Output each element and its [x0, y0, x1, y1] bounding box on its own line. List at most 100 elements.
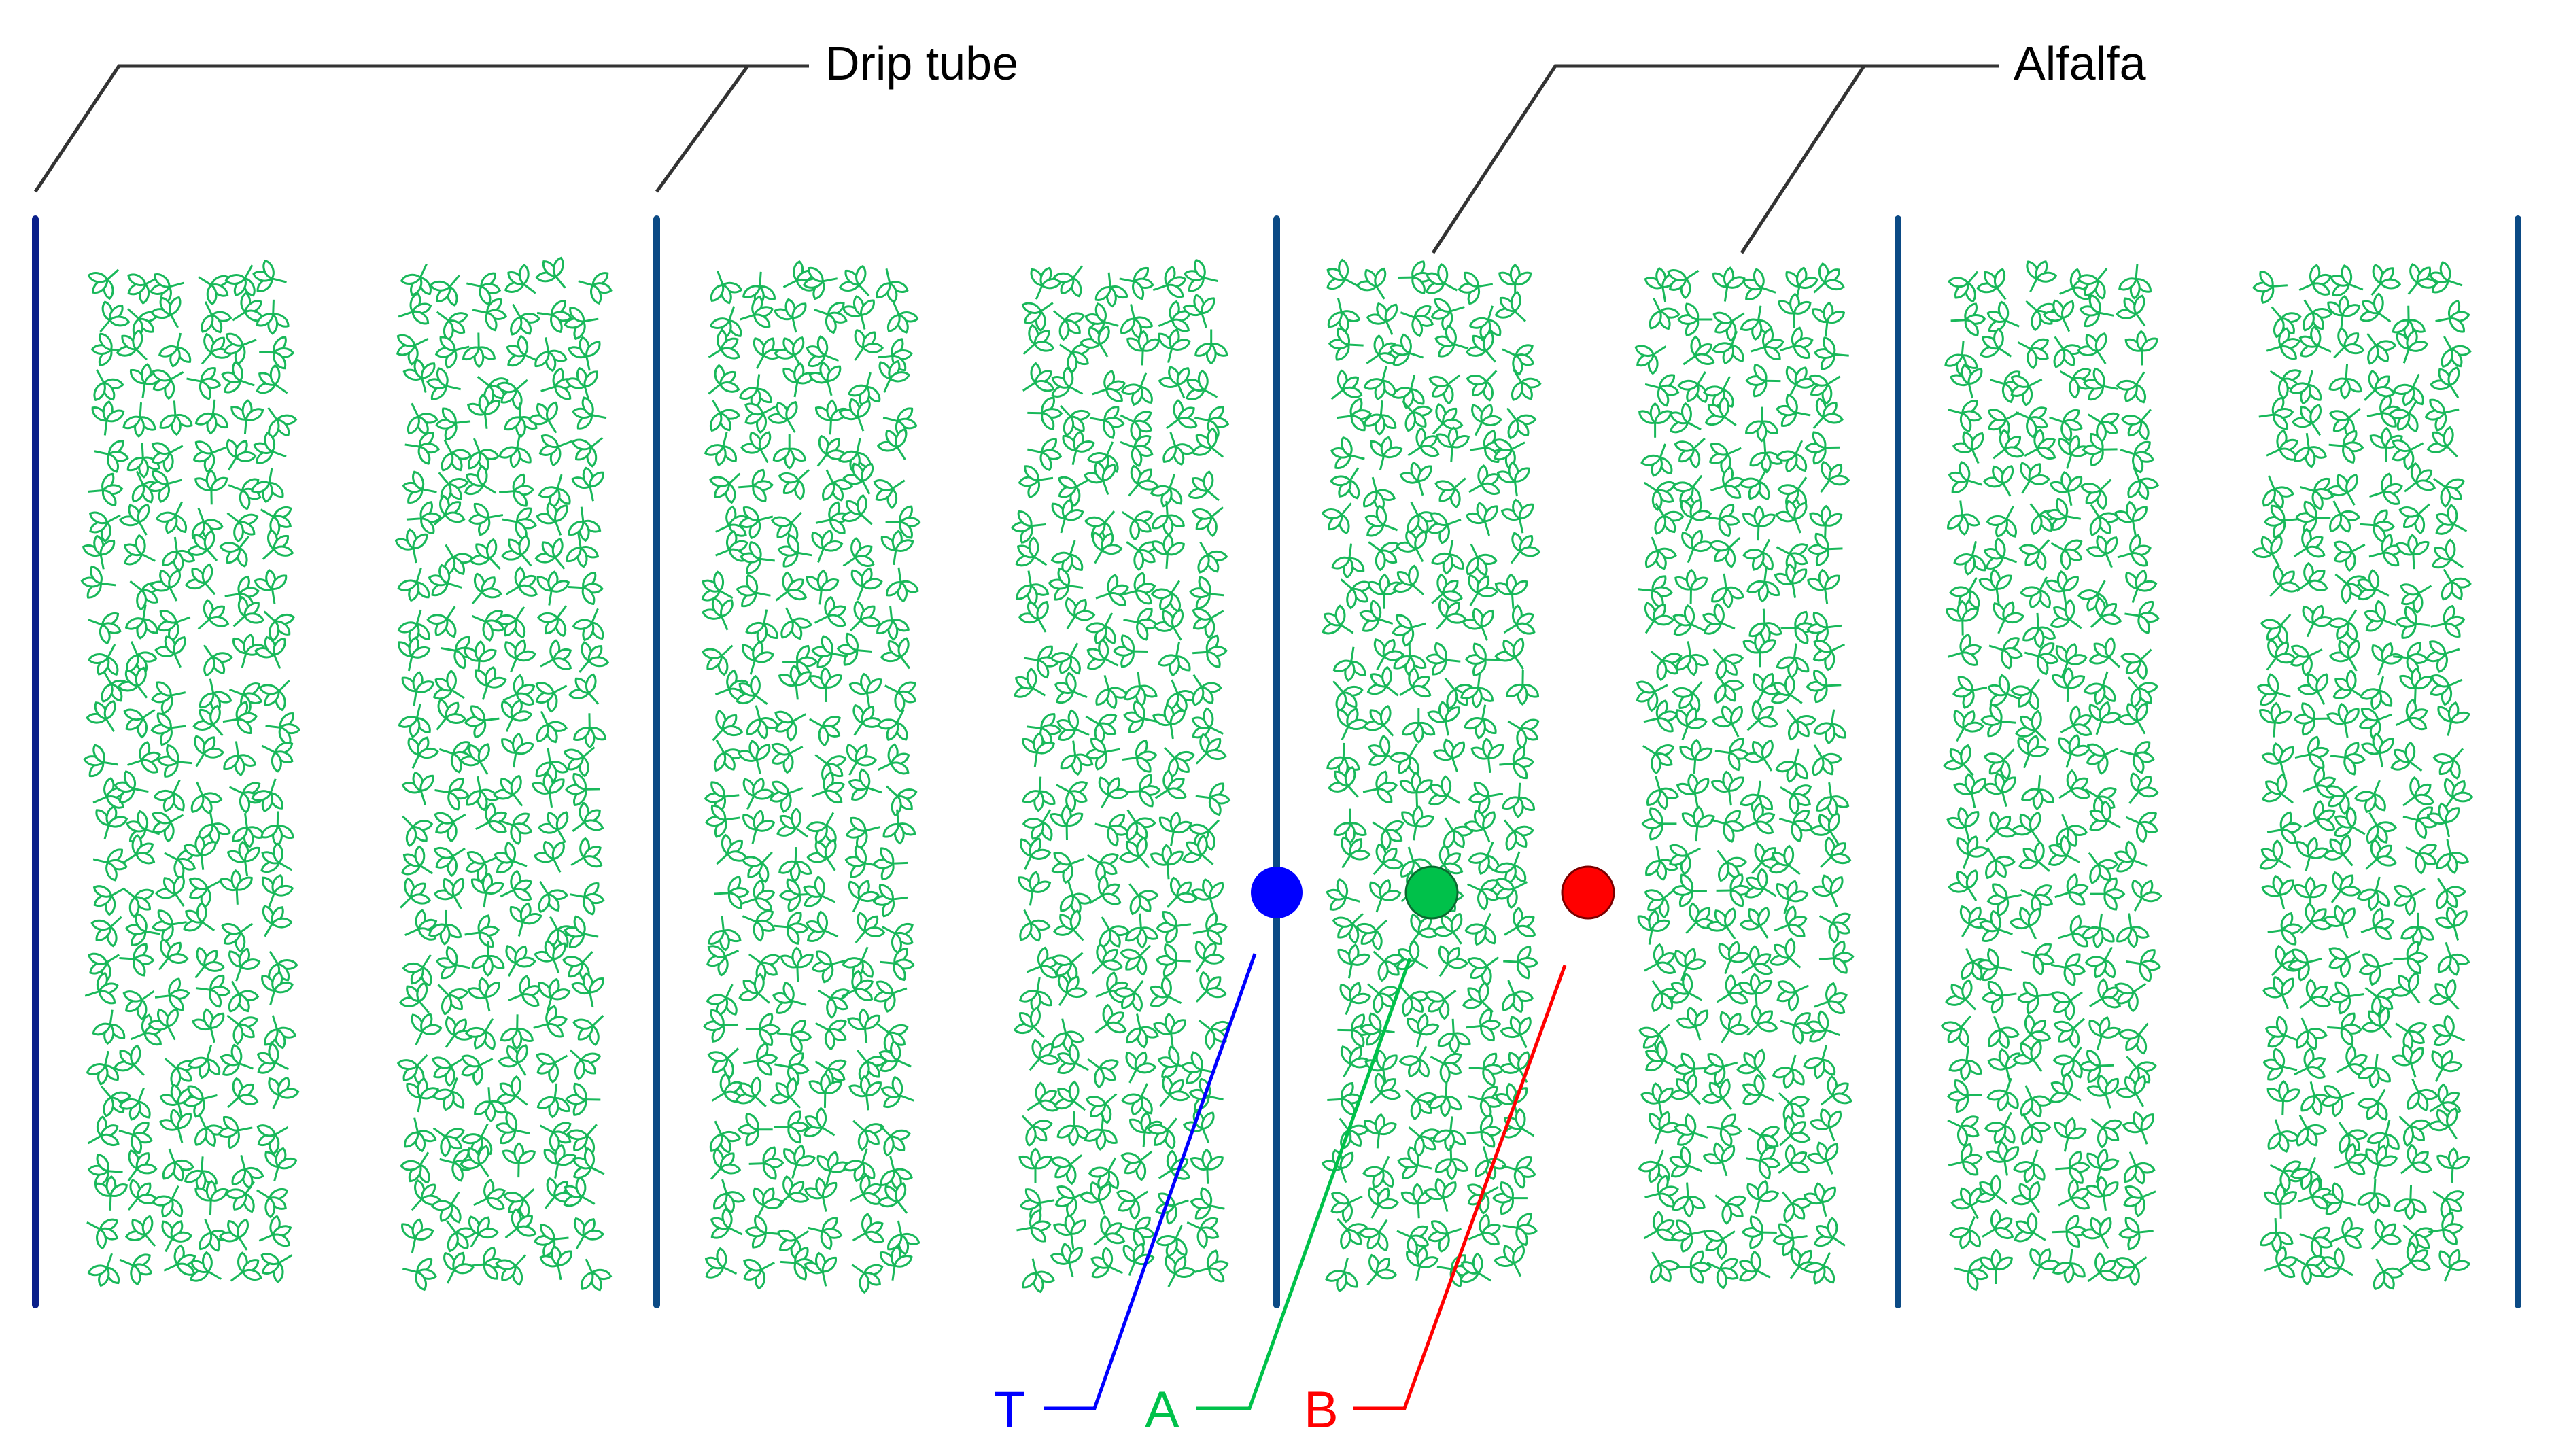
alfalfa-leaf-cluster — [117, 666, 148, 699]
alfalfa-leaf-cluster — [1369, 879, 1402, 913]
alfalfa-leaf-cluster — [1195, 971, 1227, 1003]
alfalfa-leaf-cluster — [852, 704, 883, 736]
alfalfa-leaf-cluster — [779, 878, 814, 912]
alfalfa-row-6 — [1634, 262, 1855, 1289]
alfalfa-leaf-cluster — [2333, 540, 2366, 572]
alfalfa-leaf-cluster — [2264, 1016, 2299, 1048]
alfalfa-leaf-cluster — [1052, 310, 1085, 341]
alfalfa-leaf-cluster — [154, 635, 186, 668]
alfalfa-leaf-cluster — [1464, 642, 1500, 676]
alfalfa-leaf-cluster — [704, 1247, 738, 1279]
alfalfa-leaf-cluster — [707, 1047, 739, 1079]
alfalfa-leaf-cluster — [468, 1215, 499, 1248]
alfalfa-leaf-cluster — [194, 735, 224, 767]
alfalfa-leaf-cluster — [2395, 698, 2428, 731]
alfalfa-row-2 — [394, 256, 613, 1292]
alfalfa-leaf-cluster — [2116, 913, 2150, 948]
alfalfa-leaf-cluster — [776, 1020, 812, 1053]
alfalfa-leaf-cluster — [201, 332, 232, 365]
alfalfa-leaf-cluster — [261, 971, 294, 1005]
alfalfa-leader-1 — [1431, 64, 1864, 254]
alfalfa-leaf-cluster — [570, 837, 603, 868]
alfalfa-leaf-cluster — [441, 439, 472, 472]
alfalfa-leaf-cluster — [742, 810, 776, 844]
alfalfa-leaf-cluster — [1669, 1145, 1702, 1178]
alfalfa-leaf-cluster — [887, 1220, 920, 1255]
alfalfa-leaf-cluster — [1506, 407, 1537, 440]
alfalfa-leaf-cluster — [2326, 702, 2360, 738]
sensor-A-marker — [1404, 865, 1459, 920]
alfalfa-leaf-cluster — [84, 971, 119, 1005]
alfalfa-leaf-cluster — [1436, 597, 1467, 630]
alfalfa-leaf-cluster — [1806, 670, 1842, 704]
alfalfa-leaf-cluster — [741, 851, 773, 884]
alfalfa-leaf-cluster — [1331, 543, 1365, 579]
alfalfa-leaf-cluster — [1370, 436, 1403, 471]
alfalfa-leaf-cluster — [2329, 500, 2361, 533]
alfalfa-leaf-cluster — [93, 369, 124, 402]
alfalfa-leaf-cluster — [432, 1127, 465, 1158]
alfalfa-leaf-cluster — [1085, 738, 1120, 771]
alfalfa-leaf-cluster — [1120, 372, 1153, 406]
alfalfa-leaf-cluster — [2080, 479, 2112, 510]
alfalfa-leaf-cluster — [262, 873, 294, 908]
alfalfa-leaf-cluster — [87, 1154, 123, 1187]
alfalfa-leaf-cluster — [780, 946, 814, 982]
alfalfa-leaf-cluster — [855, 912, 886, 944]
alfalfa-leaf-cluster — [877, 338, 913, 372]
alfalfa-leaf-cluster — [432, 1077, 465, 1111]
alfalfa-leaf-cluster — [1155, 1192, 1189, 1225]
alfalfa-leaf-cluster — [1950, 364, 1983, 399]
alfalfa-leaf-cluster — [571, 466, 604, 502]
alfalfa-leaf-cluster — [1192, 912, 1228, 945]
alfalfa-leaf-cluster — [1182, 294, 1215, 328]
alfalfa-leaf-cluster — [1705, 504, 1740, 538]
alfalfa-leaf-cluster — [92, 777, 126, 809]
alfalfa-leaf-cluster — [256, 299, 290, 335]
alfalfa-leaf-cluster — [1150, 844, 1184, 880]
alfalfa-leaf-cluster — [1980, 328, 2012, 358]
alfalfa-leaf-cluster — [1165, 1255, 1196, 1287]
alfalfa-leaf-cluster — [494, 841, 528, 873]
alfalfa-leaf-cluster — [1399, 667, 1432, 697]
alfalfa-leaf-cluster — [1340, 578, 1373, 610]
alfalfa-leaf-cluster — [1094, 814, 1129, 847]
alfalfa-leaf-cluster — [808, 667, 842, 702]
alfalfa-leaf-cluster — [398, 636, 431, 672]
alfalfa-leaf-cluster — [158, 332, 192, 368]
alfalfa-leaf-cluster — [1431, 540, 1464, 575]
alfalfa-leaf-cluster — [1197, 541, 1228, 574]
alfalfa-leaf-cluster — [579, 641, 610, 673]
alfalfa-leaf-cluster — [1191, 707, 1224, 739]
alfalfa-leaf-cluster — [770, 1077, 801, 1109]
alfalfa-leaf-cluster — [1337, 398, 1372, 432]
alfalfa-leaf-cluster — [260, 842, 293, 873]
alfalfa-leaf-cluster — [709, 400, 741, 432]
alfalfa-leaf-cluster — [2009, 907, 2041, 940]
alfalfa-leaf-cluster — [879, 1125, 911, 1157]
alfalfa-leaf-cluster — [155, 875, 185, 907]
alfalfa-leaf-cluster — [1366, 665, 1399, 697]
alfalfa-leaf-cluster — [496, 379, 528, 411]
alfalfa-leaf-cluster — [1672, 604, 1706, 636]
alfalfa-leaf-cluster — [509, 902, 542, 937]
alfalfa-leaf-cluster — [745, 1013, 781, 1046]
alfalfa-leaf-cluster — [464, 464, 496, 496]
alfalfa-leaf-cluster — [1502, 980, 1534, 1013]
alfalfa-leaf-cluster — [1742, 268, 1776, 300]
alfalfa-leaf-cluster — [1163, 746, 1195, 778]
alfalfa-leaf-cluster — [1430, 1053, 1462, 1084]
alfalfa-leaf-cluster — [1952, 431, 1984, 464]
alfalfa-leaf-cluster — [1156, 911, 1192, 944]
alfalfa-leaf-cluster — [222, 701, 258, 734]
alfalfa-leaf-cluster — [1711, 573, 1744, 609]
alfalfa-leaf-cluster — [886, 567, 919, 603]
alfalfa-leaf-cluster — [1717, 850, 1747, 882]
alfalfa-leaf-cluster — [1782, 1191, 1812, 1224]
alfalfa-leaf-cluster — [1949, 1216, 1981, 1249]
alfalfa-leaf-cluster — [1806, 568, 1840, 604]
alfalfa-leaf-cluster — [702, 644, 734, 676]
alfalfa-leaf-cluster — [703, 1009, 738, 1043]
alfalfa-leaf-cluster — [1674, 568, 1708, 604]
alfalfa-leaf-cluster — [774, 1052, 810, 1086]
